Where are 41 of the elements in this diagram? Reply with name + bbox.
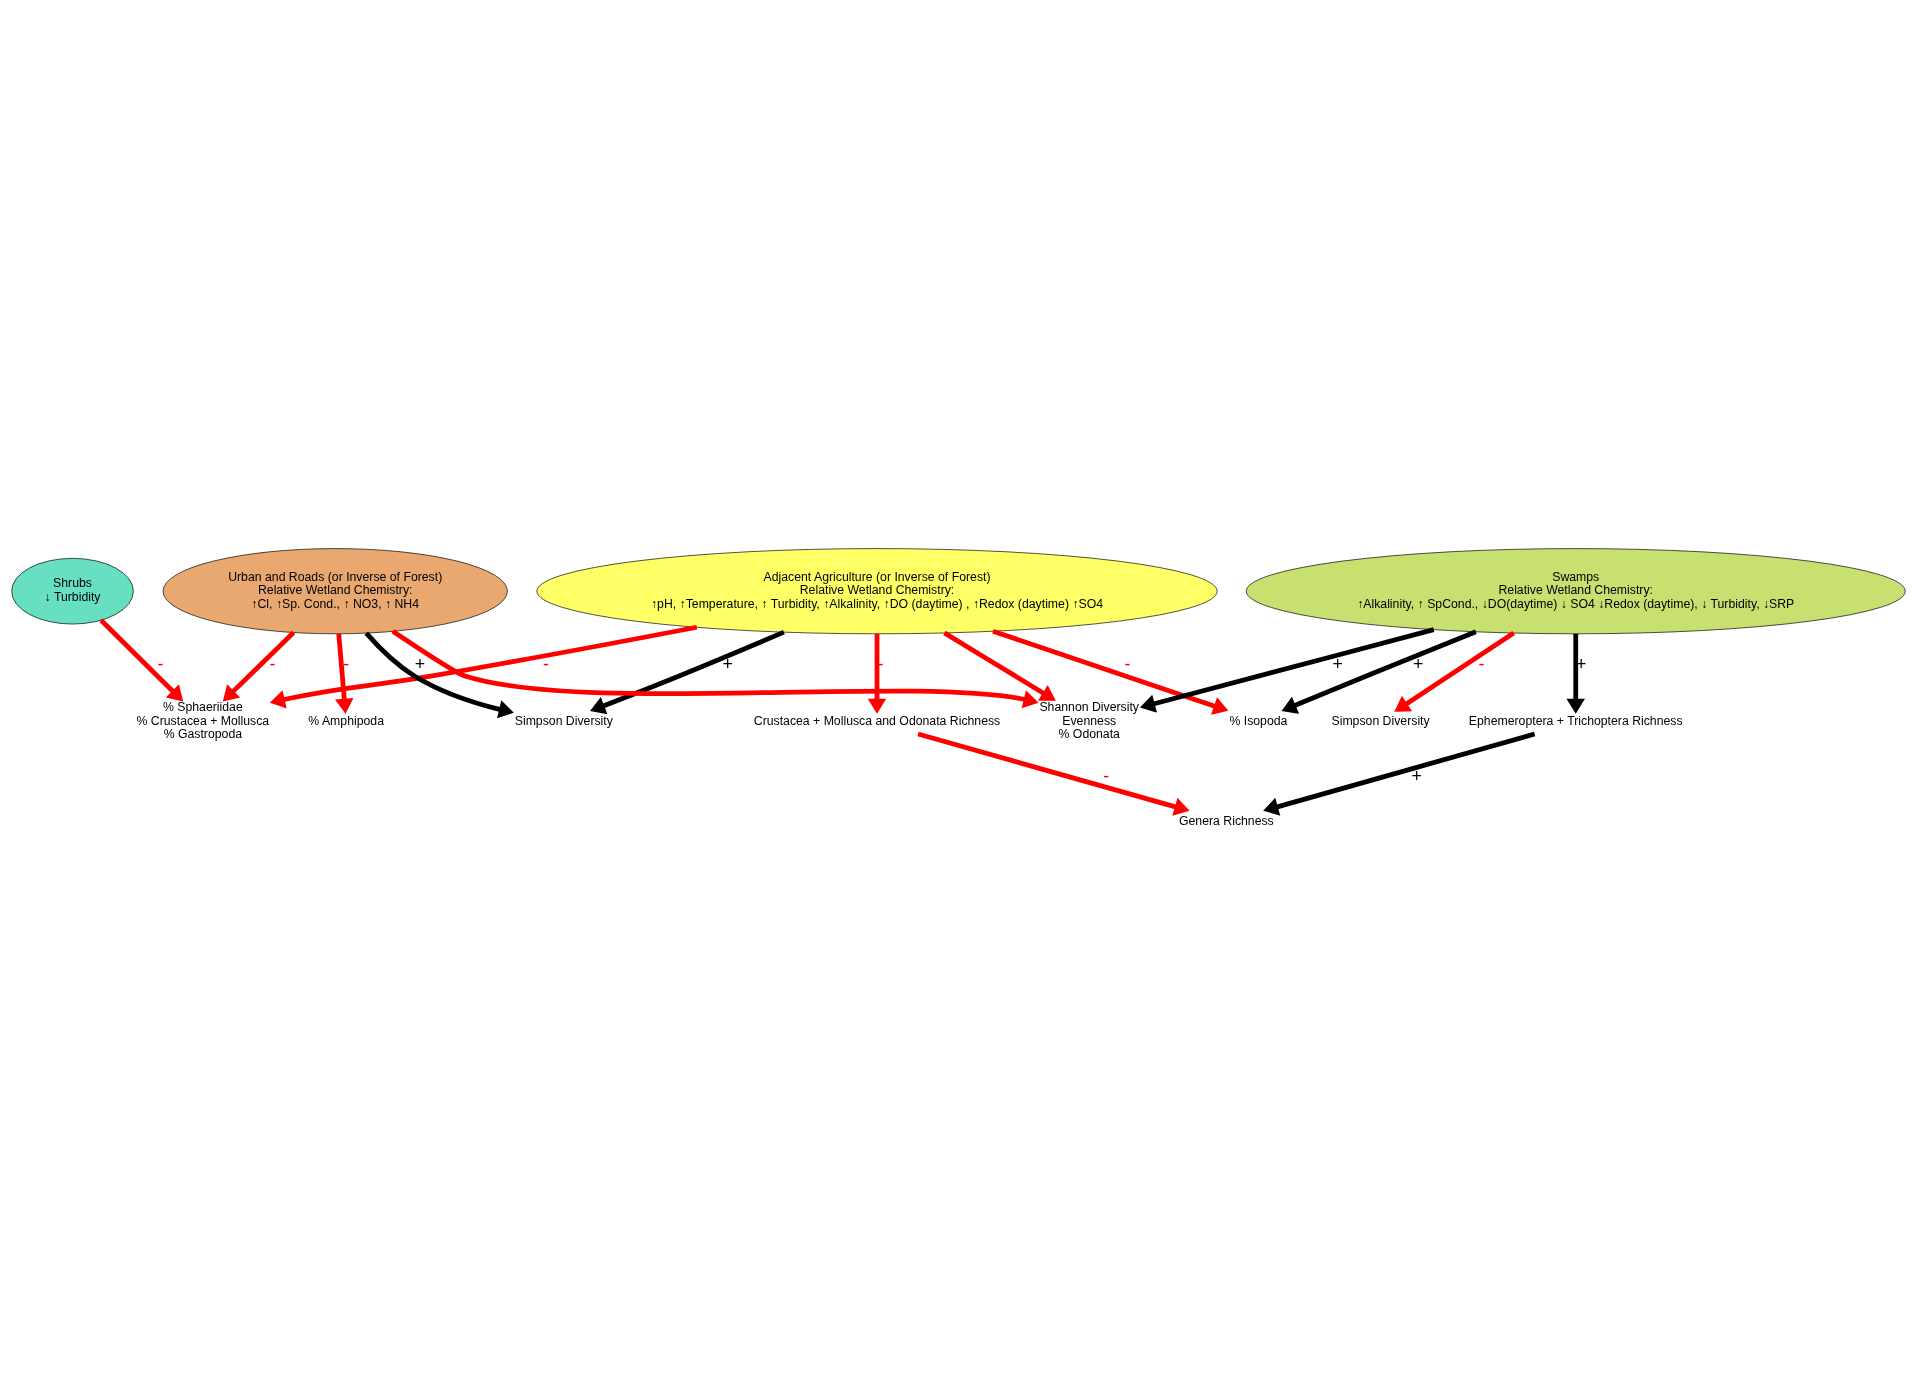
node-text: % Sphaeriidae % Crustacea + Mollusca % Gastropoda [136, 700, 269, 742]
arrow [334, 633, 353, 714]
edge-label: - [342, 654, 349, 675]
edge-label: - [1478, 654, 1485, 675]
node-text: Ephemeroptera + Trichoptera Richness [1468, 713, 1683, 728]
node-ellipse: Urban and Roads (or Inverse of Forest) Relative Wetland Chemistry: ↑Cl, ↑Sp. Cond., ↑ NO3, ↑ NH4 [162, 548, 508, 635]
arrow [1565, 633, 1585, 714]
edge-label: + [1412, 654, 1423, 675]
node-text: % Amphipoda [307, 713, 384, 728]
edge-label: - [542, 654, 549, 675]
arrow [1393, 630, 1515, 712]
node-ellipse: Adjacent Agriculture (or Inverse of Forest) Relative Wetland Chemistry: ↑pH, ↑Temperature, ↑ Turbidity, ↑Alkalinity, ↑DO (daytime) , ↑Redox (daytime) ↑SO4 [536, 548, 1217, 635]
edge-label: + [721, 654, 733, 675]
arrow [916, 731, 1190, 816]
arrow [269, 624, 697, 709]
node-text: % Isopoda [1228, 713, 1287, 728]
arrow [867, 633, 886, 714]
node-ellipse: Shrubs ↓ Turbidity [10, 558, 134, 625]
node-ellipse: Swamps Relative Wetland Chemistry: ↑Alkalinity, ↑ SpCond., ↓DO(daytime) ↓ SO4 ↓Redox (daytime), ↓ Turbidity, ↓SRP [1245, 548, 1906, 635]
edge-label: - [1102, 765, 1109, 786]
arrow [589, 629, 785, 715]
node-text: Simpson Diversity [514, 713, 613, 728]
node-text: Simpson Diversity [1331, 713, 1430, 728]
arrow [222, 630, 295, 702]
arrow [1281, 629, 1477, 714]
edge-label: - [1123, 654, 1130, 675]
arrow [991, 628, 1228, 715]
edge-label: + [414, 654, 425, 675]
arrow [1139, 627, 1434, 713]
arrow [364, 631, 514, 719]
arrow [942, 630, 1056, 701]
edge-label: - [269, 654, 275, 675]
node-text: Genera Richness [1178, 813, 1274, 828]
arrow [1262, 731, 1535, 816]
arrow [98, 618, 183, 702]
arrow [391, 629, 1039, 709]
edge-label: + [1331, 654, 1343, 675]
edge-label: - [157, 654, 163, 675]
node-text: Crustacea + Mollusca and Odonata Richness [753, 713, 1000, 728]
node-text: Shannon Diversity Evenness % Odonata [1038, 700, 1139, 742]
edge-label: + [1411, 765, 1422, 786]
